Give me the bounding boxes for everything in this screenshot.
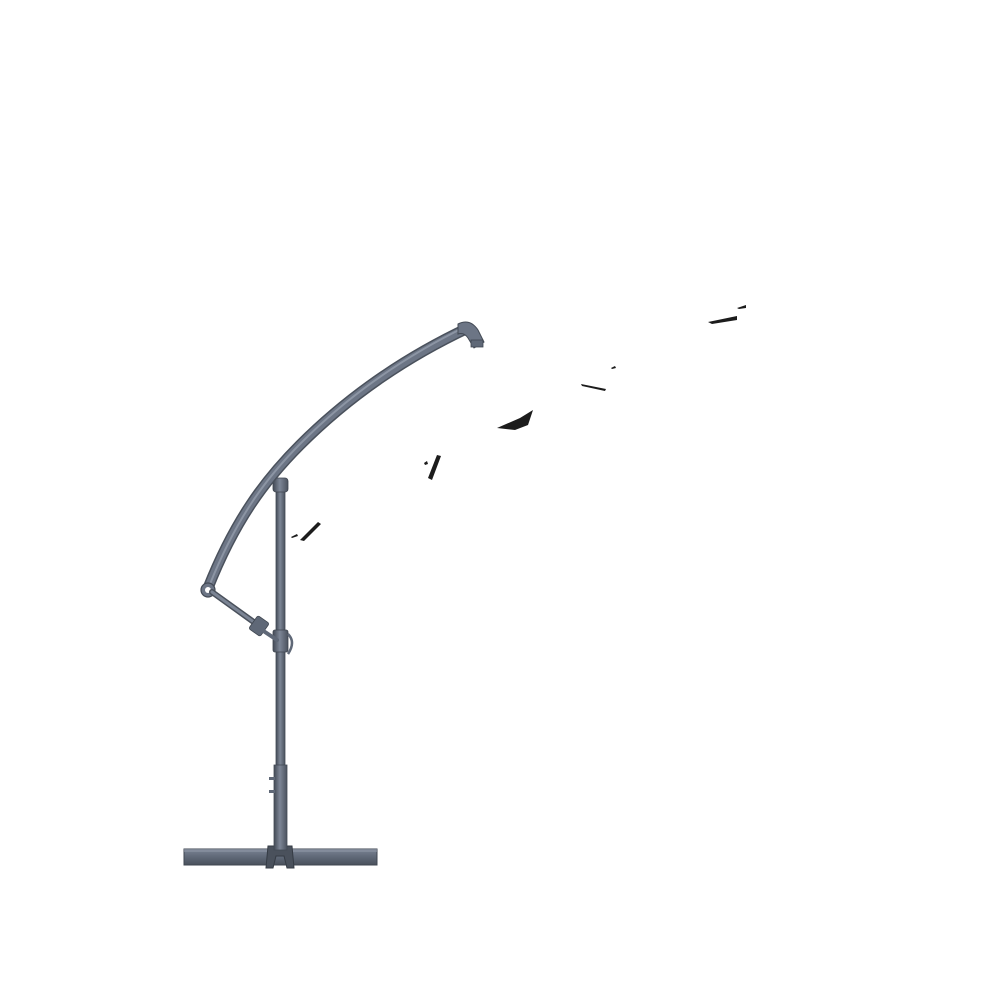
curved-arm: [200, 321, 485, 598]
rib-fragment: [737, 305, 746, 309]
rib-fragment: [300, 522, 321, 541]
canopy-rib-fragments: [291, 305, 746, 541]
rib-fragment: [424, 461, 428, 465]
rib-fragment: [497, 410, 533, 430]
support-strut: [209, 589, 279, 642]
rib-fragment: [708, 316, 737, 324]
rib-fragment: [581, 384, 606, 391]
main-pole: [269, 477, 294, 851]
rib-fragment: [428, 455, 441, 480]
rib-fragment: [611, 366, 616, 369]
cross-base: [183, 845, 378, 869]
rib-fragment: [291, 534, 298, 538]
